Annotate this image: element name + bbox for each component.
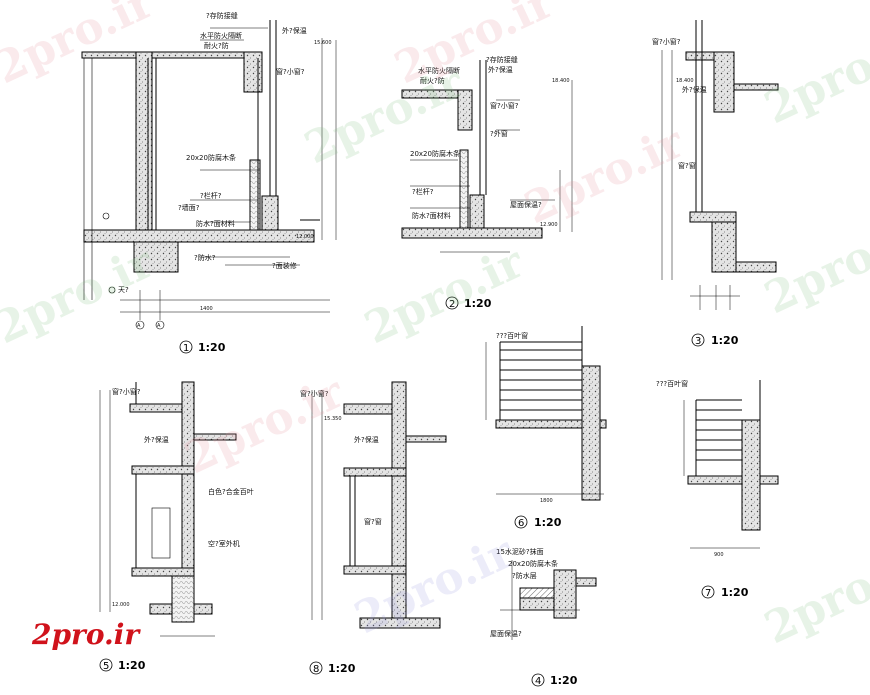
label: 15水泥砂?抹面 bbox=[496, 547, 544, 556]
label: 窗?窗 bbox=[364, 517, 382, 526]
label: 窗?小窗? bbox=[112, 387, 141, 396]
label: 防水?面材料 bbox=[196, 219, 235, 228]
label: 20x20防腐木条 bbox=[508, 559, 558, 568]
detail-scale: 1:20 bbox=[711, 334, 739, 347]
dimension: 1800 bbox=[540, 498, 553, 504]
label: ???百叶窗 bbox=[496, 331, 528, 340]
elevation: 18.400 bbox=[676, 78, 694, 84]
label: 屋面保温? bbox=[490, 629, 522, 638]
detail-4 bbox=[500, 560, 597, 687]
elevation: 15.600 bbox=[314, 40, 332, 46]
detail-scale: 1:20 bbox=[198, 341, 226, 354]
label: ???百叶窗 bbox=[656, 379, 688, 388]
label: 水平防火隔断 bbox=[418, 66, 460, 75]
label: 窗?小窗? bbox=[300, 389, 329, 398]
detail-8 bbox=[309, 381, 447, 675]
label: ?防水层 bbox=[512, 571, 537, 580]
detail-number: 2 bbox=[449, 299, 455, 310]
label: 天? bbox=[118, 286, 129, 294]
label: ?栏杆? bbox=[412, 187, 434, 196]
floor-slab-1 bbox=[83, 229, 315, 243]
label: 窗?小窗? bbox=[276, 67, 305, 76]
detail-number: 3 bbox=[695, 336, 701, 347]
detail-scale: 1:20 bbox=[534, 516, 562, 529]
label: 耐火?防 bbox=[204, 41, 229, 50]
label: ?墙面? bbox=[178, 203, 200, 212]
axis-label: A bbox=[137, 323, 141, 329]
detail-3-text: 窗?小窗? 外?保温 窗?窗 18.400 3 1:20 bbox=[652, 37, 739, 347]
detail-scale: 1:20 bbox=[550, 674, 578, 687]
label: ?外窗 bbox=[490, 129, 508, 138]
dimension: 1400 bbox=[200, 306, 213, 312]
detail-number: 1 bbox=[183, 343, 189, 354]
detail-scale: 1:20 bbox=[328, 662, 356, 675]
label: 外?保温 bbox=[282, 26, 307, 35]
axis-label: A bbox=[157, 323, 161, 329]
label: 屋面保温? bbox=[510, 200, 542, 209]
label: 外?保温 bbox=[488, 65, 513, 74]
label: 外?保温 bbox=[144, 435, 169, 444]
detail-4-text: 15水泥砂?抹面 20x20防腐木条 ?防水层 屋面保温? 4 1:20 bbox=[490, 547, 578, 687]
label: 20x20防腐木条 bbox=[186, 153, 236, 162]
detail-6 bbox=[485, 326, 607, 529]
detail-7 bbox=[683, 380, 779, 599]
detail-6-text: ???百叶窗 1800 6 1:20 bbox=[496, 331, 562, 529]
label: 水平防火隔断 bbox=[200, 31, 242, 40]
label: ?防水? bbox=[194, 253, 216, 262]
dimension: 900 bbox=[714, 552, 724, 558]
label: ?存防接缝 bbox=[486, 55, 518, 64]
label: 耐火?防 bbox=[420, 76, 445, 85]
detail-1 bbox=[81, 20, 337, 354]
detail-8-text: 窗?小窗? 外?保温 窗?窗 15.350 8 1:20 bbox=[300, 389, 382, 675]
detail-number: 5 bbox=[103, 661, 109, 672]
label: ?面装修 bbox=[272, 261, 297, 270]
detail-5 bbox=[99, 381, 237, 672]
detail-2-text: 水平防火隔断 ?存防接缝 耐火?防 外?保温 窗?小窗? ?外窗 20x20防腐… bbox=[410, 55, 570, 310]
site-logo: 2pro.ir bbox=[32, 618, 140, 651]
elevation: 15.350 bbox=[324, 416, 342, 422]
detail-2 bbox=[401, 60, 573, 310]
label: 外?保温 bbox=[354, 435, 379, 444]
elevation: 12.000 bbox=[112, 602, 130, 608]
label: 窗?窗 bbox=[678, 161, 696, 170]
label: 窗?小窗? bbox=[490, 101, 519, 110]
label: ?存防接缝 bbox=[206, 11, 238, 20]
label: 白色?合金百叶 bbox=[208, 487, 254, 496]
detail-scale: 1:20 bbox=[721, 586, 749, 599]
elevation: 12.000 bbox=[296, 234, 314, 240]
label: 外?保温 bbox=[682, 85, 707, 94]
label: 窗?小窗? bbox=[652, 37, 681, 46]
detail-3 bbox=[661, 20, 779, 347]
wall-1 bbox=[135, 51, 153, 238]
detail-number: 6 bbox=[518, 518, 524, 529]
detail-number: 8 bbox=[313, 664, 319, 675]
label: 空?室外机 bbox=[208, 539, 240, 548]
label: 20x20防腐木条 bbox=[410, 149, 460, 158]
detail-5-text: 窗?小窗? 外?保温 白色?合金百叶 空?室外机 12.000 5 1:20 bbox=[103, 387, 254, 672]
detail-scale: 1:20 bbox=[118, 659, 146, 672]
elevation: 12.900 bbox=[540, 222, 558, 228]
detail-1-text: ?存防接缝 水平防火隔断 耐火?防 外?保温 窗?小窗? 20x20防腐木条 ?… bbox=[118, 11, 332, 354]
label: 防水?面材料 bbox=[412, 211, 451, 220]
roof-slab-1 bbox=[81, 51, 263, 59]
elevation: 18.400 bbox=[552, 78, 570, 84]
detail-number: 4 bbox=[535, 676, 541, 687]
label: ?栏杆? bbox=[200, 191, 222, 200]
detail-scale: 1:20 bbox=[464, 297, 492, 310]
detail-7-text: ???百叶窗 900 7 1:20 bbox=[656, 379, 749, 599]
detail-number: 7 bbox=[705, 588, 711, 599]
